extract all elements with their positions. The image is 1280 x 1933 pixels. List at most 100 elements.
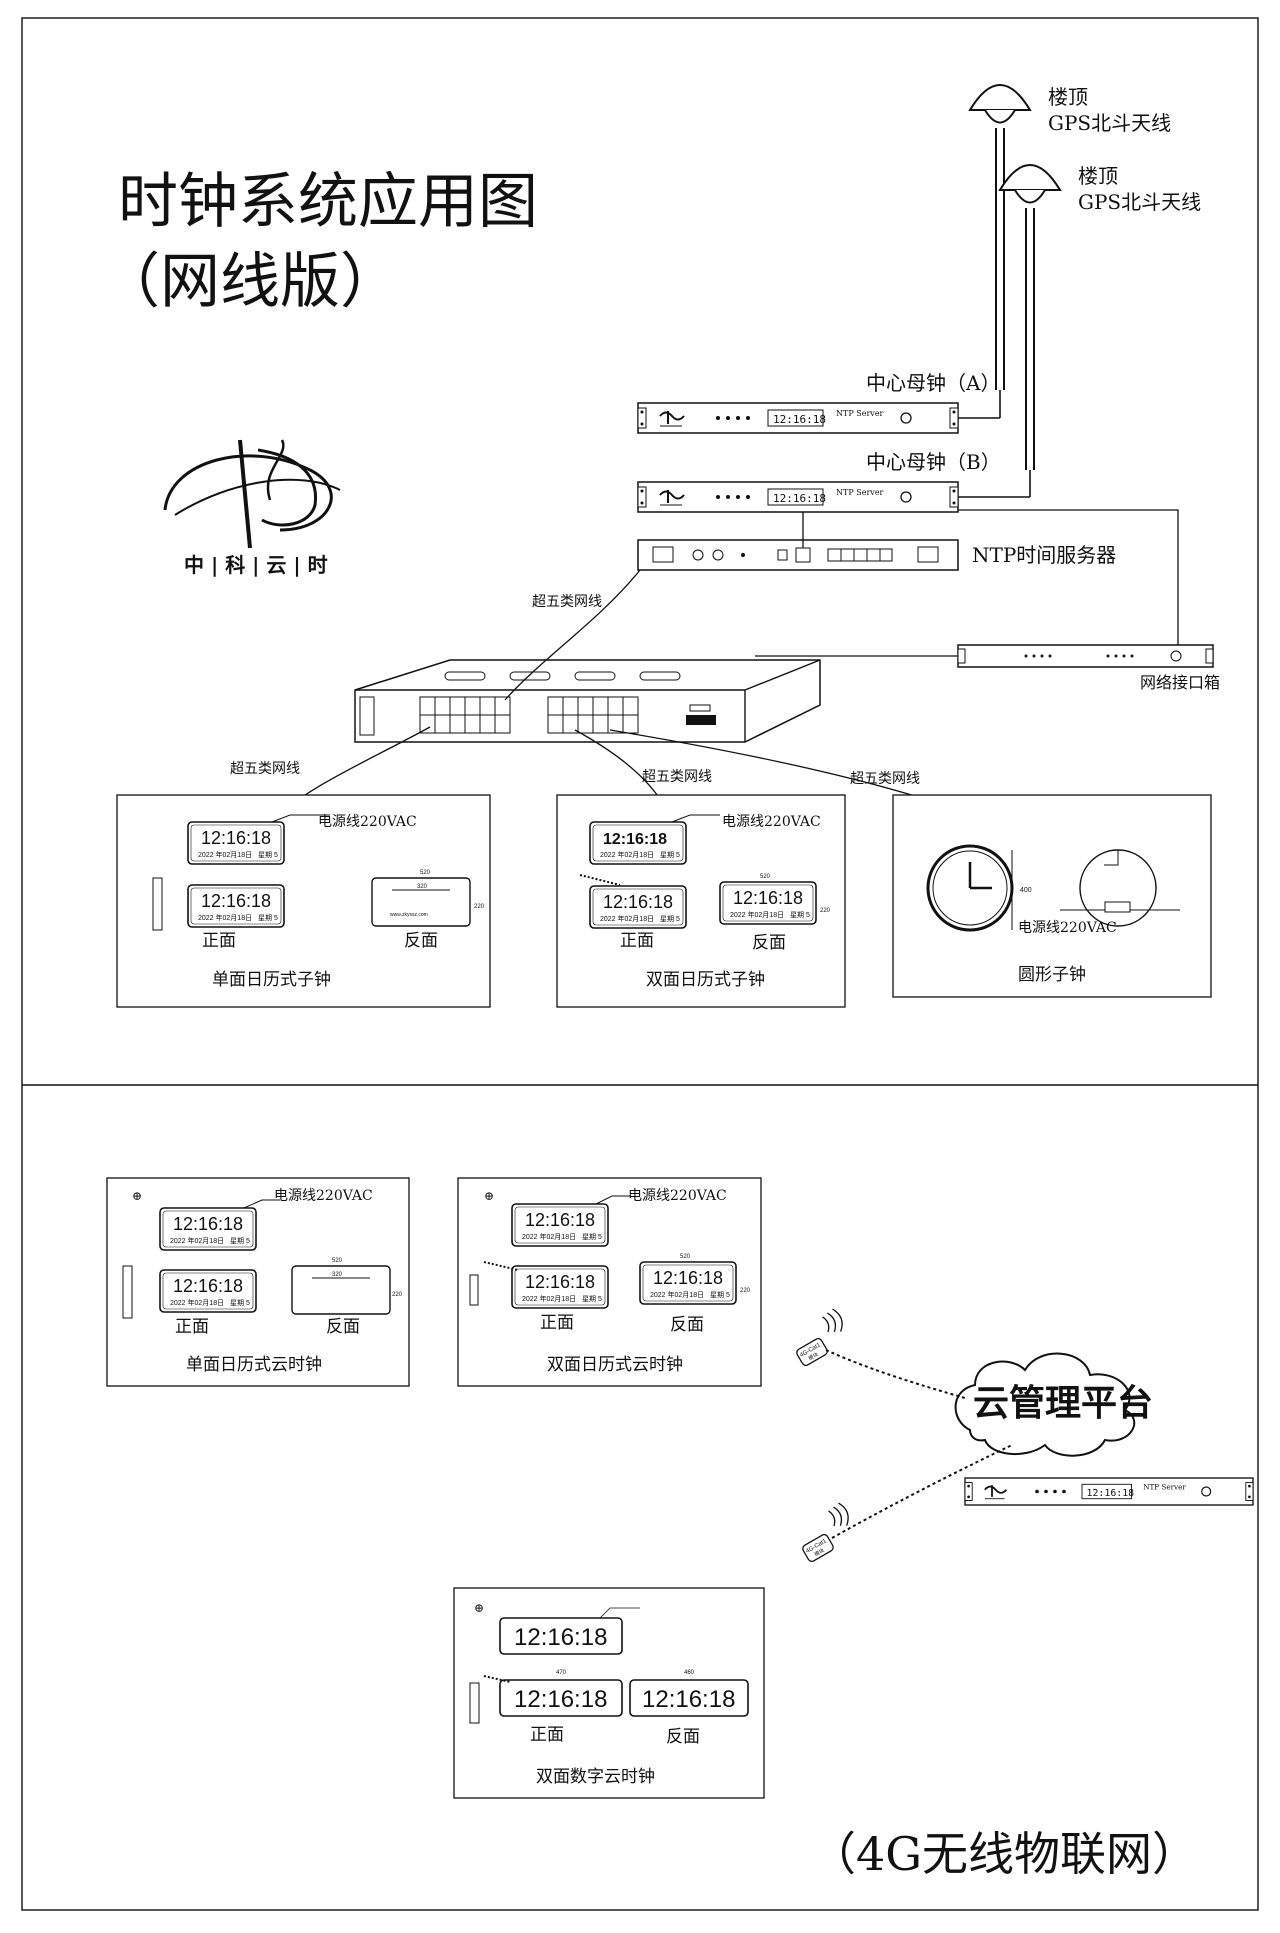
digital-cloud-top: 12:16:18 [499,1617,623,1655]
svg-text:2022 年02月18日: 2022 年02月18日 [522,1232,576,1241]
round-clock-face-icon: 400 [926,844,1032,932]
single-back-label: 反面 [404,931,438,951]
single-cloud-logo-icon: ⊕ [132,1189,142,1203]
module-bottom-icon: 4G-Cat1 模块 [800,1532,836,1564]
svg-text:星期 5: 星期 5 [258,851,278,859]
svg-text:320: 320 [332,1272,343,1278]
double-front-label: 正面 [620,931,654,951]
antenna-a-icon [968,84,1032,390]
svg-text:470: 470 [556,1670,567,1676]
cloud-platform-icon [954,1352,1136,1457]
svg-text:12:16:18: 12:16:18 [525,1272,595,1292]
antenna-a-label-2: GPS北斗天线 [1048,111,1171,135]
double-cloud-power: 电源线220VAC [628,1188,727,1204]
digital-cloud-title: 双面数字云时钟 [536,1767,655,1787]
antenna-a-label-1: 楼顶 [1048,85,1088,109]
svg-text:星期 5: 星期 5 [258,914,278,922]
cable-label-1: 超五类网线 [532,594,602,610]
svg-text:2022 年02月18日: 2022 年02月18日 [198,913,252,922]
round-subclock-title: 圆形子钟 [1018,965,1086,985]
double-cloud-front: 12:16:18 2022 年02月18日 星期 5 [511,1265,609,1309]
single-cloud-title: 单面日历式云时钟 [186,1355,322,1375]
single-cloud-front: 12:16:18 2022 年02月18日 星期 5 [159,1269,257,1313]
svg-text:12:16:18: 12:16:18 [603,831,667,848]
double-cloud-front-label: 正面 [540,1313,574,1333]
cloud-platform-label: 云管理平台 [973,1382,1153,1424]
svg-text:520: 520 [760,874,771,880]
double-cloud-title: 双面日历式云时钟 [547,1355,683,1375]
module-top-icon: 4G-Cat1 模块 [794,1336,830,1368]
svg-text:12:16:18: 12:16:18 [733,888,803,908]
company-logo-text: 中 | 科 | 云 | 时 [184,553,328,577]
svg-text:星期 5: 星期 5 [710,1291,730,1299]
svg-text:2022 年02月18日: 2022 年02月18日 [600,914,654,923]
svg-text:12:16:18: 12:16:18 [653,1268,723,1288]
antenna-b-label-2: GPS北斗天线 [1078,190,1201,214]
svg-text:模块: 模块 [807,1351,819,1362]
svg-text:www.zkyssz.com: www.zkyssz.com [390,912,428,918]
svg-text:220: 220 [820,908,831,914]
single-cloud-back: 520 320 220 [291,1258,403,1315]
svg-text:2022 年02月18日: 2022 年02月18日 [170,1236,224,1245]
double-clock-front: 12:16:18 2022 年02月18日 星期 5 [589,885,687,929]
svg-text:2022 年02月18日: 2022 年02月18日 [198,850,252,859]
single-cloud-front-label: 正面 [175,1317,209,1337]
svg-text:12:16:18: 12:16:18 [773,492,826,505]
double-clock-top: 12:16:18 2022 年02月18日 星期 5 [589,821,687,865]
digital-cloud-back-label: 反面 [666,1727,700,1747]
company-logo-icon [163,439,341,549]
single-clock-front: 12:16:18 2022 年02月18日 星期 5 [187,884,285,928]
digital-cloud-back: 12:16:18 460 [629,1670,749,1717]
digital-cloud-logo-icon: ⊕ [474,1601,484,1615]
single-cloud-top: 12:16:18 2022 年02月18日 星期 5 [159,1207,257,1251]
digital-cloud-front: 12:16:18 470 [499,1670,623,1717]
svg-text:12:16:18: 12:16:18 [514,1624,607,1651]
svg-text:220: 220 [740,1288,751,1294]
module-top-signal-icon [820,1306,846,1337]
svg-text:星期 5: 星期 5 [790,911,810,919]
svg-text:12:16:18: 12:16:18 [173,1276,243,1296]
svg-text:NTP Server: NTP Server [1143,1483,1186,1492]
svg-text:2022 年02月18日: 2022 年02月18日 [730,910,784,919]
double-back-label: 反面 [752,933,786,953]
single-clock-back: www.zkyssz.com 520 320 220 [371,870,485,927]
svg-text:460: 460 [684,1670,695,1676]
panel-single-subclock [116,794,491,1008]
svg-text:400: 400 [1020,887,1032,894]
page-frame [21,17,1259,1911]
svg-text:12:16:18: 12:16:18 [201,891,271,911]
cable-label-2: 超五类网线 [230,761,300,777]
cable-label-3: 超五类网线 [642,769,712,785]
svg-text:2022 年02月18日: 2022 年02月18日 [650,1290,704,1299]
single-cloud-back-label: 反面 [326,1317,360,1337]
single-side-view [152,877,163,931]
single-power-label: 电源线220VAC [318,814,417,830]
ntp-server-label: NTP时间服务器 [972,543,1116,567]
svg-text:520: 520 [332,1258,343,1264]
double-subclock-title: 双面日历式子钟 [646,970,765,990]
digital-cloud-side [469,1682,480,1724]
cable-ntp-to-switch [504,569,641,701]
svg-text:220: 220 [474,904,485,910]
svg-text:320: 320 [417,884,428,890]
double-cloud-top: 12:16:18 2022 年02月18日 星期 5 [511,1203,609,1247]
master-a-label: 中心母钟（A） [866,371,1000,395]
antenna-b-label-1: 楼顶 [1078,164,1118,188]
svg-text:星期 5: 星期 5 [582,1295,602,1303]
cable-label-4: 超五类网线 [850,771,920,787]
network-switch [354,659,821,743]
single-clock-top: 12:16:18 2022 年02月18日 星期 5 [187,821,285,865]
round-clock-side-icon [1060,849,1180,927]
svg-text:2022 年02月18日: 2022 年02月18日 [522,1294,576,1303]
double-cloud-side [469,1274,479,1306]
module-top-link [825,1349,966,1399]
svg-text:12:16:18: 12:16:18 [201,828,271,848]
svg-text:模块: 模块 [813,1547,825,1558]
single-cloud-power: 电源线220VAC [274,1188,373,1204]
svg-text:520: 520 [420,870,431,876]
svg-text:520: 520 [680,1254,691,1260]
ntp-server [637,539,959,571]
double-power-label: 电源线220VAC [722,814,821,830]
network-box-label: 网络接口箱 [1140,673,1220,692]
network-interface-box [957,644,1214,668]
